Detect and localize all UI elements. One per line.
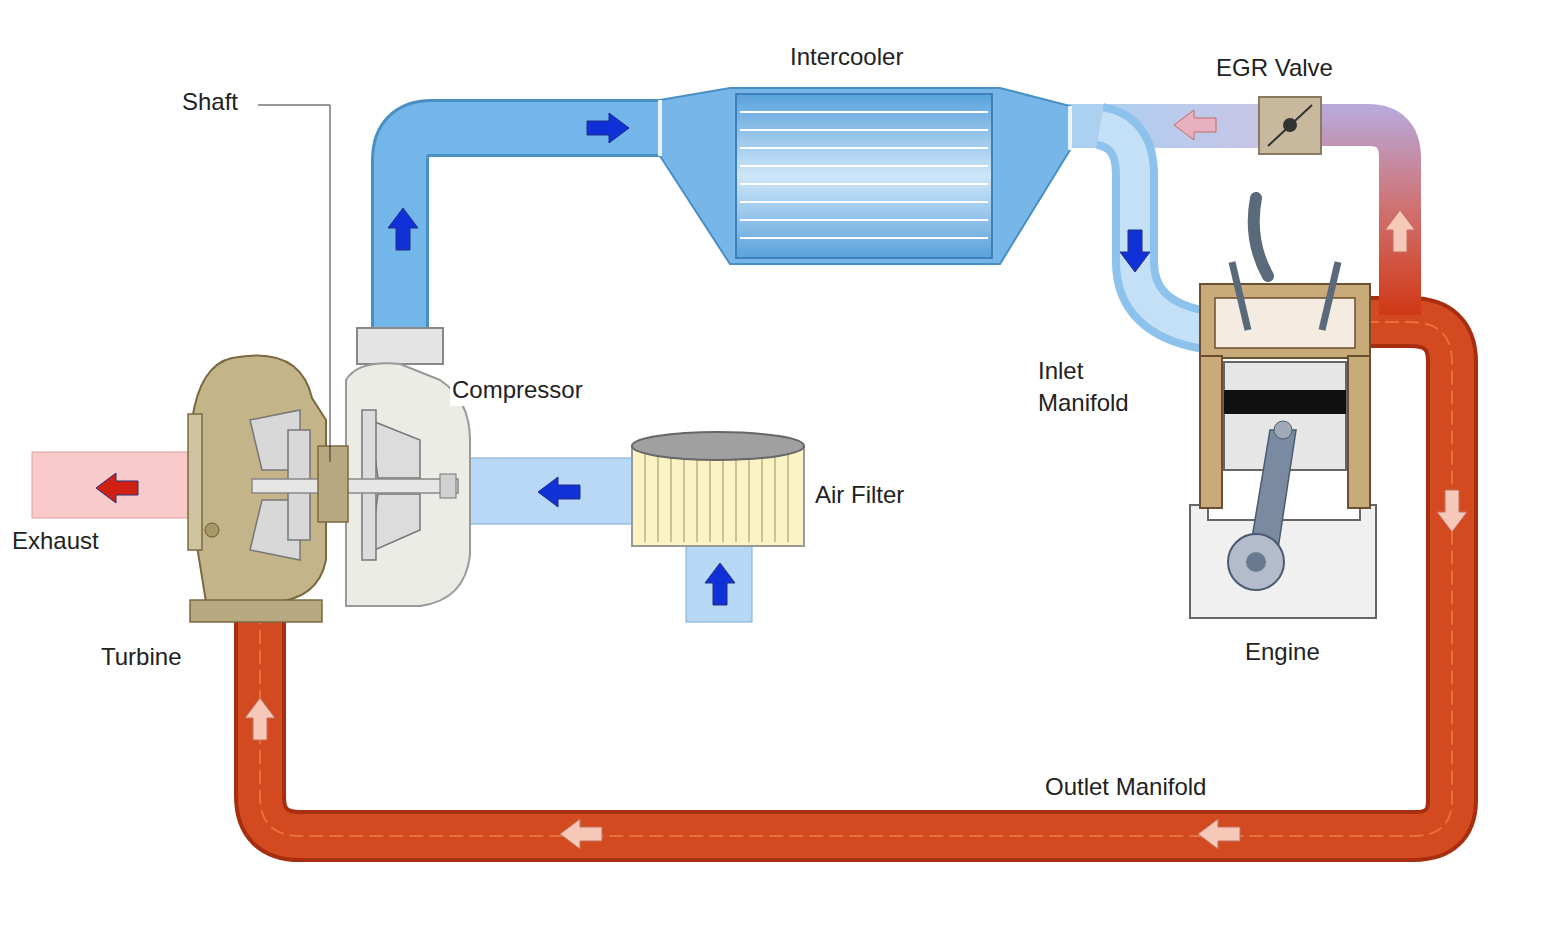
flow-arrow	[1198, 819, 1240, 849]
exhaust-pipe	[260, 322, 1452, 836]
valve-pivot	[1283, 118, 1297, 132]
flow-arrow	[388, 208, 418, 250]
inlet-manifold-pipe	[1100, 126, 1205, 330]
flow-arrow	[1120, 230, 1150, 272]
flow-arrow	[705, 563, 735, 605]
flow-arrow	[1174, 110, 1216, 140]
part-label: Turbine	[99, 641, 183, 673]
exhaust-valve	[1322, 262, 1338, 330]
cylinder-head	[1200, 284, 1370, 358]
part-label: Outlet Manifold	[1043, 771, 1208, 803]
flow-arrow	[245, 698, 275, 740]
flow-arrow	[1385, 210, 1415, 252]
part-label: Inlet Manifold	[1036, 355, 1158, 419]
intercooler-core	[736, 94, 992, 258]
intercooler-body	[660, 88, 1070, 264]
exhaust-outlet-pipe	[32, 452, 192, 518]
part-label: Engine	[1243, 636, 1322, 668]
air-filter-lid	[632, 432, 804, 460]
pipe-flange	[658, 100, 662, 156]
bolt	[205, 523, 219, 537]
part-label: Shaft	[180, 86, 240, 118]
part-label: Intercooler	[788, 41, 905, 73]
part-label: Air Filter	[813, 479, 906, 511]
combustion-chamber	[1215, 298, 1355, 348]
flow-arrow	[1437, 490, 1467, 532]
shaft-nut	[440, 474, 456, 498]
egr-valve-body	[1259, 97, 1321, 154]
leader-line	[258, 105, 330, 462]
cylinder-wall	[1348, 356, 1370, 508]
piston-pin	[1274, 421, 1292, 439]
intercooler-fins	[740, 112, 988, 238]
flow-arrow	[96, 473, 138, 503]
compressor-inlet-pipe	[470, 458, 634, 524]
piston-rings	[1224, 390, 1346, 414]
intake-valve	[1232, 262, 1248, 330]
cylinder-wall	[1200, 356, 1222, 508]
crankcase	[1190, 505, 1376, 618]
turbine-flange	[188, 414, 202, 550]
egr-return-pipe	[1068, 104, 1262, 148]
spark-plug	[1254, 198, 1268, 276]
valve-flap	[1268, 105, 1312, 146]
exhaust-pipe-outline	[260, 322, 1452, 836]
part-label: Compressor	[450, 374, 585, 406]
turbo-shaft	[252, 479, 458, 493]
pipe-flange	[1068, 106, 1072, 150]
filter-pleats	[645, 452, 788, 542]
compressor-outlet-flange	[357, 328, 443, 364]
inlet-manifold-pipe-inner	[1100, 126, 1205, 330]
flow-arrow	[560, 819, 602, 849]
bearing-housing	[318, 446, 348, 522]
crank-pin	[1246, 552, 1266, 572]
boost-pipe-outline	[400, 128, 664, 335]
part-label: EGR Valve	[1214, 52, 1335, 84]
part-label: Exhaust	[10, 525, 101, 557]
flow-arrow	[538, 477, 580, 507]
turbine-base-flange	[190, 600, 322, 622]
pipe-texture	[260, 322, 1452, 836]
crankshaft	[1228, 534, 1284, 590]
flow-arrow	[587, 113, 629, 143]
boost-pipe	[400, 128, 664, 335]
